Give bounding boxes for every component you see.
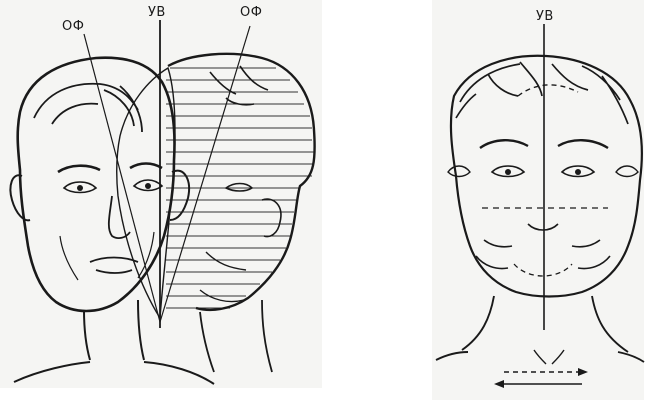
- front-pupil-right: [145, 183, 151, 189]
- label-vertical-axis: УВ: [536, 9, 554, 24]
- paper-background: [0, 0, 322, 388]
- label-face-axis-left: ОФ: [62, 19, 84, 34]
- label-vertical-axis: УВ: [148, 5, 166, 20]
- pupil-left: [505, 169, 511, 175]
- right-figure: УВ: [432, 0, 651, 403]
- pupil-right: [575, 169, 581, 175]
- left-figure-drawing: УВ ОФ ОФ: [0, 0, 330, 403]
- right-figure-drawing: УВ: [432, 0, 651, 403]
- front-pupil-left: [77, 185, 83, 191]
- label-face-axis-right: ОФ: [240, 5, 262, 20]
- left-figure: УВ ОФ ОФ: [0, 0, 330, 403]
